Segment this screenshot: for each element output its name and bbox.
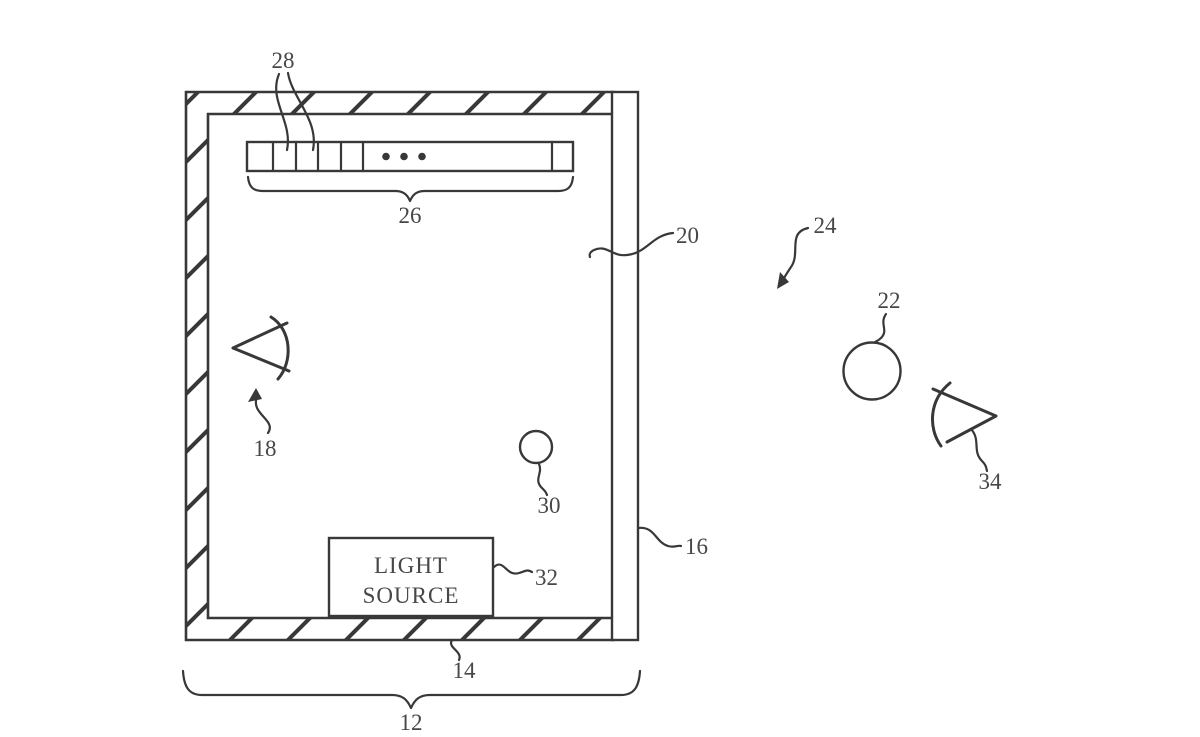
ref-label-16: 16	[685, 534, 708, 559]
ref-label-14: 14	[453, 658, 477, 683]
eye-icon-internal	[231, 315, 291, 381]
sensor-cell-dividers	[271, 140, 554, 173]
light-source-box: LIGHT SOURCE	[327, 536, 495, 618]
leader-line-22	[871, 312, 888, 346]
ref-label-28: 28	[272, 48, 295, 73]
leader-line-20	[588, 231, 675, 259]
ref-label-30: 30	[538, 493, 561, 518]
leader-line-34	[969, 427, 989, 473]
leader-line-14	[449, 638, 461, 662]
ref-label-18: 18	[254, 436, 277, 461]
display-cover-layer	[610, 90, 640, 642]
ellipsis-dots-icon	[382, 152, 426, 161]
eye-icon-external	[930, 381, 998, 448]
leader-line-28b	[286, 71, 315, 152]
light-point-30	[518, 429, 554, 465]
ref-label-32: 32	[535, 565, 558, 590]
leader-line-16	[636, 526, 683, 548]
sensor-array-strip	[245, 140, 575, 173]
light-point-22	[842, 341, 902, 401]
ref-label-20: 20	[676, 223, 699, 248]
leader-line-28a	[275, 72, 290, 152]
light-source-text-line2: SOURCE	[363, 583, 460, 608]
brace-12	[181, 669, 642, 710]
ref-label-26: 26	[399, 203, 422, 228]
leader-line-32	[492, 563, 534, 575]
light-source-text-line1: LIGHT	[374, 553, 448, 578]
sensor-bar-outline	[245, 140, 575, 173]
ref-label-34: 34	[979, 469, 1003, 494]
arrow-icon-18	[248, 388, 271, 435]
brace-26	[246, 175, 575, 203]
leader-line-30	[537, 462, 549, 497]
ref-label-22: 22	[878, 288, 901, 313]
arrow-icon-24	[777, 226, 810, 289]
ref-label-12: 12	[400, 710, 423, 735]
ref-label-24: 24	[814, 213, 838, 238]
